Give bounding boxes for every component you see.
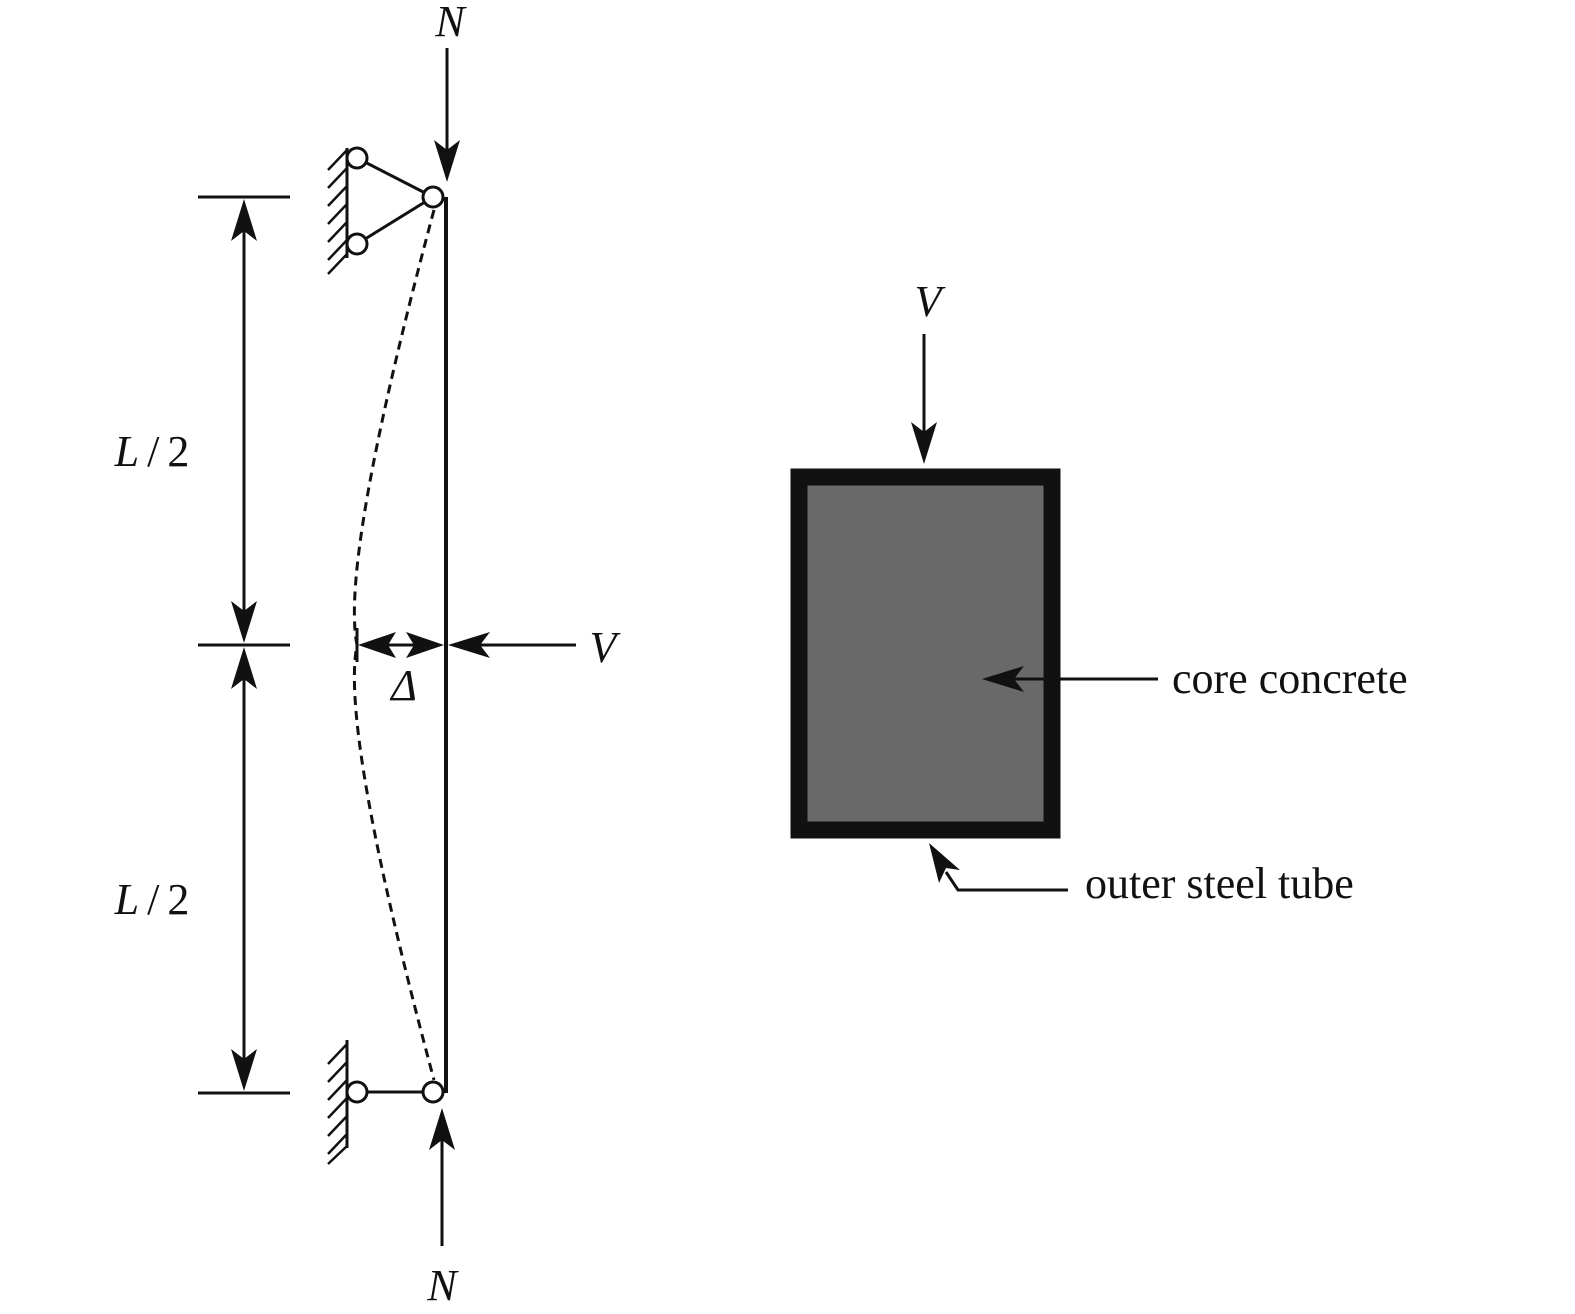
- lower-half-length-label: L/2: [114, 875, 190, 924]
- outer-steel-tube-label: outer steel tube: [1085, 859, 1354, 908]
- top-column-hinge: [421, 185, 445, 209]
- deflection-label: Δ: [389, 661, 417, 710]
- top-wall-hinge-lower: [345, 232, 369, 256]
- lateral-load-label: V: [590, 623, 622, 672]
- bottom-axial-load-arrow: [429, 1108, 455, 1246]
- section-load-label: V: [915, 277, 947, 326]
- length-dimension: [198, 195, 290, 1095]
- top-wall-hinge-upper: [345, 146, 369, 170]
- deflection-dimension: [355, 628, 444, 662]
- upper-half-length-label: L/2: [114, 427, 190, 476]
- bottom-column-hinge: [421, 1080, 445, 1104]
- bottom-axial-load-label: N: [426, 1261, 459, 1310]
- core-concrete: [799, 477, 1052, 830]
- top-support: [327, 146, 445, 275]
- bottom-wall-hinge: [345, 1080, 369, 1104]
- top-axial-load-label: N: [434, 0, 467, 46]
- core-concrete-leader: [982, 666, 1158, 692]
- top-axial-load-arrow: [434, 48, 460, 182]
- outer-steel-tube: [790, 468, 1061, 839]
- cross-section: V core concrete outer steel tube: [790, 277, 1408, 908]
- core-concrete-label: core concrete: [1172, 654, 1408, 703]
- column-elevation: N: [114, 0, 622, 1310]
- lateral-load-arrow: [448, 632, 576, 658]
- bottom-support: [327, 1040, 445, 1165]
- section-load-arrow: [911, 334, 937, 464]
- outer-steel-tube-leader: [929, 843, 1068, 892]
